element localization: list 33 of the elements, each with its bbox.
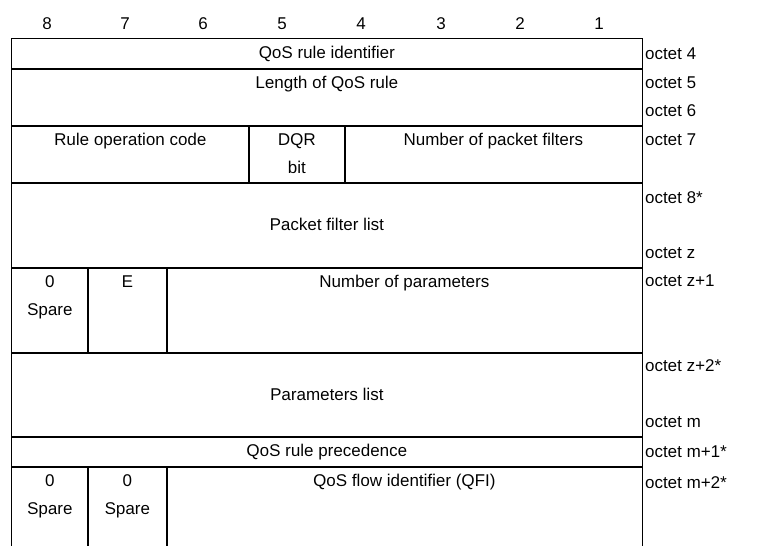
bit-number: 1 — [594, 13, 604, 35]
bit-number: 5 — [277, 13, 287, 35]
octet-label: octet 5 — [645, 72, 696, 94]
bit-field: QoS flow identifier (QFI) — [166, 466, 642, 546]
octet-label: octet m+2* — [645, 472, 727, 494]
octet-label: octet z — [645, 242, 696, 264]
bit-field: Number of packet filters — [344, 125, 642, 184]
bit-number: 7 — [120, 13, 130, 35]
bit-field: 0 Spare — [11, 466, 88, 546]
bit-number: 8 — [42, 13, 52, 35]
octet-label: octet 7 — [645, 129, 696, 151]
bit-field: E — [87, 267, 168, 354]
bit-field: Packet filter list — [11, 182, 642, 268]
bit-number: 3 — [436, 13, 446, 35]
bit-field: Parameters list — [11, 352, 642, 438]
bit-field: DQR bit — [248, 125, 346, 184]
octet-label: octet z+2* — [645, 355, 722, 377]
octet-label: octet 4 — [645, 43, 696, 65]
bit-number: 4 — [356, 13, 366, 35]
bit-field: 0 Spare — [87, 466, 168, 546]
bit-field: QoS rule precedence — [11, 436, 642, 468]
octet-label: octet 6 — [645, 100, 696, 122]
bit-field: Length of QoS rule — [11, 68, 642, 126]
bit-field: 0 Spare — [11, 267, 88, 354]
octet-label: octet m+1* — [645, 441, 727, 463]
bit-field: QoS rule identifier — [11, 38, 642, 70]
bit-number: 6 — [198, 13, 208, 35]
octet-label: octet z+1 — [645, 270, 714, 292]
bit-field: Number of parameters — [166, 267, 642, 354]
octet-label: octet 8* — [645, 187, 703, 209]
octet-label: octet m — [645, 411, 701, 433]
bit-field: Rule operation code — [11, 125, 250, 184]
bit-number: 2 — [515, 13, 525, 35]
